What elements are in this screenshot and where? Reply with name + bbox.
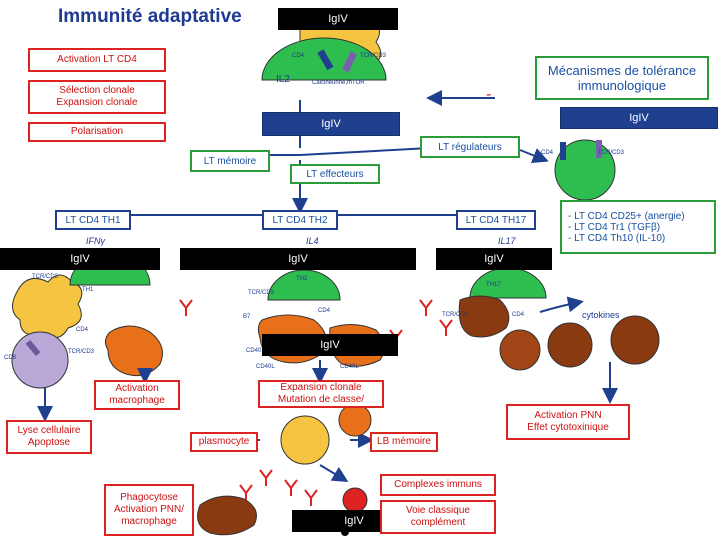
minus-sign: - <box>486 86 492 103</box>
label-cd4-th1: CD4 <box>76 327 89 333</box>
activation-pnn-box: Activation PNN Effet cytotoxinique <box>506 404 630 440</box>
receptor-cd8 <box>25 339 41 357</box>
th17-cell <box>469 267 547 299</box>
pnn-cell-2 <box>610 315 660 365</box>
th2-box: LT CD4 TH2 <box>262 210 338 230</box>
iglv-bar-th17: IgIV <box>436 248 552 270</box>
receptor-tcr-right <box>596 140 602 158</box>
iglv-bar-right: IgIV <box>560 107 718 129</box>
plasmocyte-cell <box>280 415 330 465</box>
lt-effecteurs-box: LT effecteurs <box>290 164 380 184</box>
polarisation-box: Polarisation <box>28 122 166 142</box>
antibodies <box>179 299 453 506</box>
anergie-box: - LT CD4 CD25+ (anergie) - LT CD4 Tr1 (T… <box>560 200 716 254</box>
macrophage-orange <box>104 325 163 377</box>
receptor-tcr-top <box>342 51 357 73</box>
lt-memoire-box: LT mémoire <box>190 150 270 172</box>
iglv-bar-th2: IgIV <box>180 248 416 270</box>
phagocyte-cell <box>197 495 257 536</box>
selection-box: Sélection clonale Expansion clonale <box>28 80 166 114</box>
label-tcr-th2: TCR/CD3 <box>248 290 275 296</box>
label-th17-cell: TH17 <box>486 282 501 288</box>
page-title: Immunité adaptative <box>58 6 242 27</box>
cd8-lilac-cell <box>11 331 69 389</box>
tolerance-box: Mécanismes de tolérance immunologique <box>535 56 709 100</box>
label-th2-cell: TH2 <box>296 276 308 282</box>
th17-box: LT CD4 TH17 <box>456 210 536 230</box>
th2-cell <box>267 269 341 301</box>
label-il17: IL17 <box>498 236 516 246</box>
label-tcr-th1: TCR/CD3 <box>32 274 59 280</box>
label-cd4-th17: CD4 <box>512 312 525 318</box>
label-cd4-th2: CD4 <box>318 308 331 314</box>
iglv-bar-middle: IgIV <box>262 112 400 136</box>
receptor-cd4-top <box>317 49 334 71</box>
label-il4: IL4 <box>306 236 319 246</box>
lb-memoire-box: LB mémoire <box>370 432 438 452</box>
complexes-box: Complexes immuns <box>380 474 496 496</box>
lb-memory-cell <box>338 403 372 437</box>
label-calcineurine: Calcineunne,mTOR <box>312 80 365 86</box>
pnn-cell-3 <box>499 329 541 371</box>
label-cd4-top: CD4 <box>292 53 305 59</box>
label-cd40: CD40 <box>246 348 262 354</box>
label-th1-cell: TH1 <box>82 287 94 293</box>
label-il2: IL2 <box>276 74 290 85</box>
activation-macrophage-box: Activation macrophage <box>94 380 180 410</box>
iglv-bar-top: IgIV <box>278 8 398 30</box>
plasmocyte-box: plasmocyte <box>190 432 258 452</box>
iglv-bar-th1: IgIV <box>0 248 160 270</box>
voie-classique-box: Voie classique complément <box>380 500 496 534</box>
label-cd4-right: CD4 <box>541 150 554 156</box>
receptor-cd4-right <box>560 142 566 160</box>
label-cd40l-b: CD40L <box>340 364 359 370</box>
epithelial-cell <box>458 295 510 338</box>
pnn-cell-1 <box>547 322 593 368</box>
th1-box: LT CD4 TH1 <box>55 210 131 230</box>
lyse-box: Lyse cellulaire Apoptose <box>6 420 92 454</box>
dendritic-cell-left <box>12 274 83 339</box>
lt-regulateurs-box: LT régulateurs <box>420 136 520 158</box>
expansion-mutation-box: Expansion clonale Mutation de classe/ <box>258 380 384 408</box>
label-cd8: CD8 <box>4 355 17 361</box>
label-tcr-top: TCR/CD3 <box>360 53 387 59</box>
activation-cd4-box: Activation LT CD4 <box>28 48 166 72</box>
label-cytokines: cytokines <box>582 310 620 320</box>
complement-cell <box>342 487 368 513</box>
label-tcr-cd8: TCR/CD3 <box>68 349 95 355</box>
label-cd40l-a: CD40L <box>256 364 275 370</box>
label-b7: B7 <box>243 314 251 320</box>
label-tcr-right: TCR/CD3 <box>598 150 625 156</box>
phagocytose-box: Phagocytose Activation PNN/ macrophage <box>104 484 194 536</box>
label-ifny: IFNγ <box>86 236 105 246</box>
iglv-bar-bcell: IgIV <box>262 334 398 356</box>
label-tcr-th17: TCR/CD3 <box>442 312 469 318</box>
